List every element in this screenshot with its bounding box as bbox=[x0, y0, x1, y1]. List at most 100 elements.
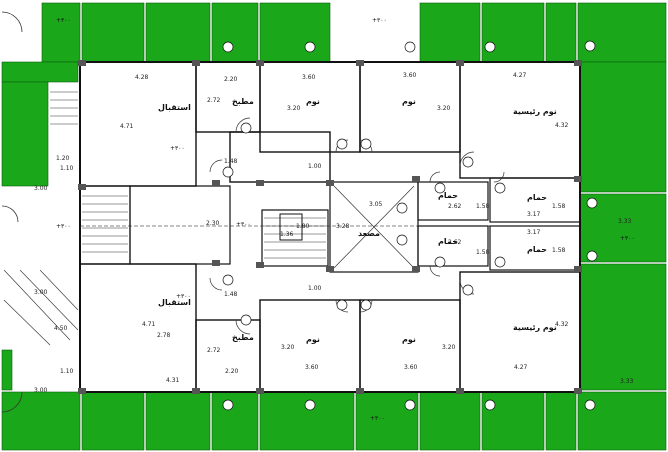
level-mark-7: +٣٠٠ bbox=[56, 223, 71, 230]
dim-right-side-b: 3.33 bbox=[620, 378, 634, 385]
garden-top-5 bbox=[259, 2, 331, 63]
garden-top-8 bbox=[545, 2, 577, 63]
dim-lift-w: 1.36 bbox=[280, 231, 294, 238]
garden-bot-3 bbox=[211, 391, 259, 451]
dim-bath1-w: 2.62 bbox=[448, 203, 462, 210]
decorative-arches bbox=[1, 11, 23, 413]
level-marks: +٣٠٠ +٣٠٠ +٣٠٠ +٣٠٠ +٣٠٠ +٣٠٠ +٣٠٠ +٣٠٠ bbox=[56, 17, 635, 422]
dim-bath1-h: 1.58 bbox=[476, 203, 490, 210]
garden-left-1 bbox=[1, 61, 79, 83]
label-top-bed2: نوم bbox=[402, 97, 416, 106]
level-mark-8: +٣٠٠ bbox=[620, 235, 635, 242]
dim-bottom-left-w: 3.00 bbox=[34, 387, 48, 394]
top-apartment bbox=[79, 61, 581, 187]
dim-bottom-kitchen-width: 2.20 bbox=[225, 368, 239, 375]
room-labels: استقبال مطبخ نوم نوم نوم رئيسية حمام حما… bbox=[158, 97, 557, 344]
bottom-apartment bbox=[79, 263, 581, 393]
garden-bot-6 bbox=[419, 391, 481, 451]
room-top-corridor bbox=[229, 131, 331, 183]
dimensions: 4.28 4.71 2.20 2.72 3.60 3.20 3.60 3.20 … bbox=[34, 72, 634, 394]
dim-bath2-w: 2.62 bbox=[448, 239, 462, 246]
dim-top-bed1-width: 3.60 bbox=[302, 74, 316, 81]
stairs-icon bbox=[3, 91, 326, 346]
room-bath2 bbox=[417, 225, 489, 267]
dim-bath4-h: 1.58 bbox=[552, 247, 566, 254]
dim-lobby-w: 2.30 bbox=[206, 220, 220, 227]
dim-bottom-master-height: 4.32 bbox=[555, 321, 569, 328]
dim-corridor-a: 1.48 bbox=[224, 158, 238, 165]
garden-right-1 bbox=[579, 61, 667, 193]
room-bottom-kitchen bbox=[195, 319, 261, 393]
room-bottom-reception bbox=[79, 263, 197, 393]
level-mark-3: +٣٠٠ bbox=[170, 145, 185, 152]
dim-bottom-kitchen-height: 2.72 bbox=[207, 347, 221, 354]
room-bath1 bbox=[417, 181, 489, 221]
dim-bath2-h: 1.58 bbox=[476, 249, 490, 256]
dim-stair-w: 1.10 bbox=[60, 165, 74, 172]
label-elevator: مصعد bbox=[358, 229, 380, 238]
garden-left-3 bbox=[1, 349, 13, 391]
label-bottom-kitchen: مطبخ bbox=[232, 333, 254, 342]
label-bath4: حمام bbox=[527, 245, 547, 254]
core-lift bbox=[261, 209, 329, 267]
dim-bottom-bed2-height: 3.20 bbox=[442, 344, 456, 351]
dim-top-bed2-width: 3.60 bbox=[403, 72, 417, 79]
column-icon bbox=[78, 60, 582, 394]
dim-left-w: 3.00 bbox=[34, 185, 48, 192]
dim-bath3-h: 1.58 bbox=[552, 203, 566, 210]
garden-bot-2 bbox=[145, 391, 211, 451]
garden-left-2 bbox=[1, 81, 49, 187]
dim-bath3-w: 3.17 bbox=[527, 211, 541, 218]
room-bath3 bbox=[489, 177, 581, 223]
dim-corridor-c: 1.48 bbox=[224, 291, 238, 298]
dim-right-side-a: 3.33 bbox=[618, 218, 632, 225]
label-top-reception: استقبال bbox=[158, 103, 191, 112]
label-bath2: حمام bbox=[438, 237, 458, 246]
elevator-icon bbox=[279, 185, 415, 269]
garden-bot-8 bbox=[545, 391, 577, 451]
section-marker-icon bbox=[222, 40, 598, 411]
garden-top-4 bbox=[211, 2, 259, 63]
dim-bottom-bed2-width: 3.60 bbox=[404, 364, 418, 371]
dim-ramp-a: 3.00 bbox=[34, 289, 48, 296]
dim-bottom-master-width: 4.27 bbox=[514, 364, 528, 371]
dim-core-h: 3.28 bbox=[336, 223, 350, 230]
dim-bottom-stair-w: 1.10 bbox=[60, 368, 74, 375]
dim-bottom-left-width: 4.31 bbox=[166, 377, 180, 384]
label-bottom-master: نوم رئيسية bbox=[513, 323, 557, 332]
level-mark-1: +٣٠٠ bbox=[56, 17, 71, 24]
garden-top-7 bbox=[481, 2, 545, 63]
dim-lift-h: 1.80 bbox=[296, 223, 310, 230]
level-mark-6: +٣٠٠ bbox=[370, 415, 385, 422]
label-bottom-bed1: نوم bbox=[306, 335, 320, 344]
garden-bot-1 bbox=[81, 391, 145, 451]
dim-top-kitchen-height: 2.72 bbox=[207, 97, 221, 104]
label-bath1: حمام bbox=[438, 191, 458, 200]
garden-top-2 bbox=[81, 2, 145, 63]
dim-top-left-height: 4.71 bbox=[120, 123, 134, 130]
core bbox=[79, 177, 581, 273]
dim-bottom-bed1-height: 3.20 bbox=[281, 344, 295, 351]
dim-bottom-bed1-width: 3.60 bbox=[305, 364, 319, 371]
garden-right-3 bbox=[579, 263, 667, 391]
garden-top-6 bbox=[419, 2, 481, 63]
level-mark-5: +٣٠٠ bbox=[176, 293, 191, 300]
garden-left-4 bbox=[1, 391, 81, 451]
dim-bath4-w: 3.17 bbox=[527, 229, 541, 236]
label-top-master: نوم رئيسية bbox=[513, 107, 557, 116]
dim-core-w: 3.05 bbox=[369, 201, 383, 208]
garden-top-9 bbox=[577, 2, 667, 63]
level-mark-4: +٣٠٠ bbox=[236, 221, 251, 228]
dim-top-master-width: 4.27 bbox=[513, 72, 527, 79]
label-top-bed1: نوم bbox=[306, 97, 320, 106]
garden-top-1 bbox=[41, 2, 81, 63]
core-lobby bbox=[129, 185, 231, 265]
room-bath4 bbox=[489, 225, 581, 271]
dim-top-left-width: 4.28 bbox=[135, 74, 149, 81]
room-top-master bbox=[459, 61, 581, 179]
room-bottom-master bbox=[459, 271, 581, 393]
dim-top-master-height: 4.32 bbox=[555, 122, 569, 129]
label-bottom-reception: استقبال bbox=[158, 298, 191, 307]
dim-stair-h: 1.20 bbox=[56, 155, 70, 162]
